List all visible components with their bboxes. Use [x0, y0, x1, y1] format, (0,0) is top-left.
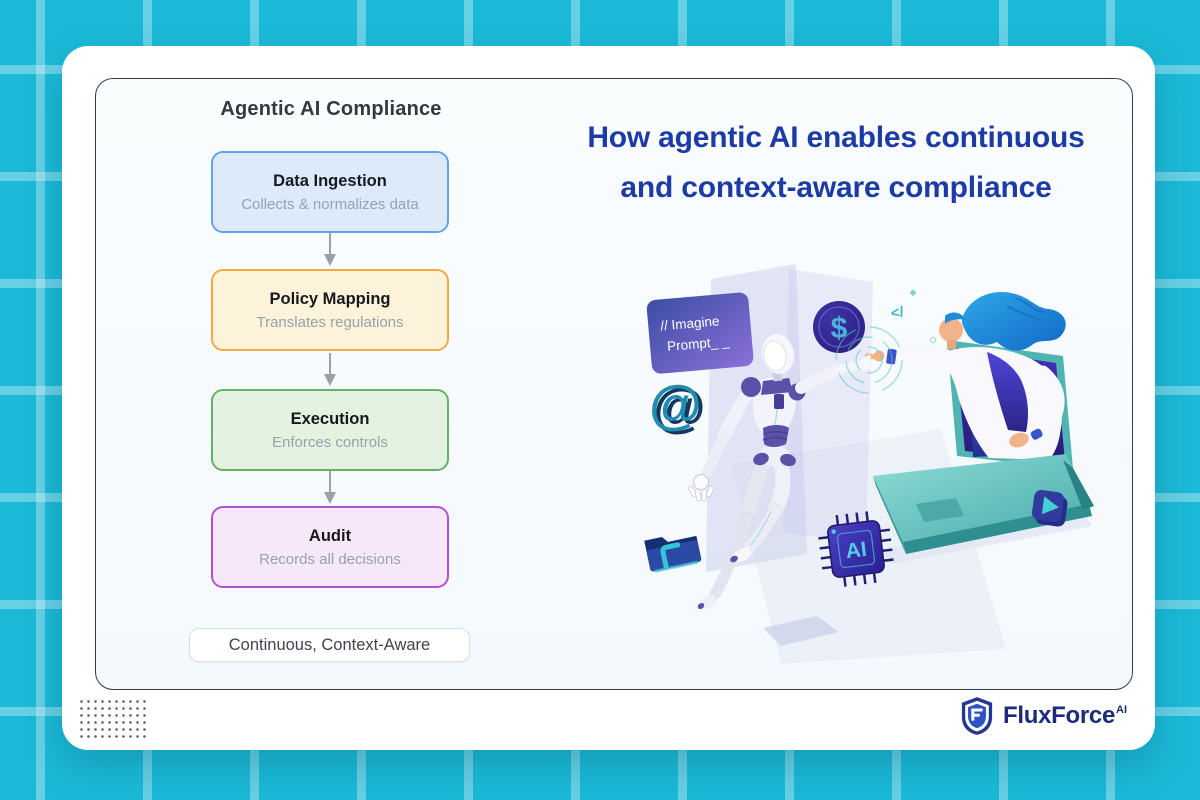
dollar-coin-icon: $: [813, 301, 865, 353]
step-title: Data Ingestion: [273, 171, 387, 190]
flow-arrow-icon: [324, 233, 336, 266]
flow-step-audit: Audit Records all decisions: [211, 506, 449, 588]
touch-rings-icon: [835, 326, 903, 394]
content-panel: Agentic AI Compliance Data Ingestion Col…: [95, 78, 1133, 690]
step-subtitle: Enforces controls: [272, 433, 388, 451]
dot-grid-decoration: [78, 698, 146, 739]
sparkle-icon: [930, 337, 936, 343]
slide-card: Agentic AI Compliance Data Ingestion Col…: [62, 46, 1155, 750]
flow-step-policy-mapping: Policy Mapping Translates regulations: [211, 269, 449, 351]
flow-arrow-icon: [324, 353, 336, 386]
play-icon: [1031, 489, 1068, 527]
step-title: Policy Mapping: [269, 289, 391, 308]
headline-line-1: How agentic AI enables continuous: [587, 121, 1085, 154]
code-panel: // Imagine Prompt_ _: [646, 292, 754, 374]
at-icon: @ @: [649, 375, 706, 438]
woman-figure: [864, 292, 1066, 460]
shield-logo-icon: [961, 697, 993, 735]
robot-figure: [688, 334, 872, 610]
svg-text:@: @: [649, 375, 702, 435]
main-headline: How agentic AI enables continuous and co…: [541, 113, 1131, 213]
ground-shadow: [763, 616, 839, 646]
diagram-title: Agentic AI Compliance: [220, 98, 442, 120]
brand-name: FluxForce: [1003, 702, 1115, 729]
code-tag-icon: </: [889, 303, 906, 322]
svg-text:$: $: [831, 312, 848, 345]
sparkle-icon: [909, 289, 917, 297]
chip-label: AI: [844, 538, 868, 563]
footer-pill: Continuous, Context-Aware: [189, 628, 470, 662]
code-panel-text: // Imagine: [660, 313, 720, 333]
step-title: Execution: [290, 409, 370, 428]
headline-line-2: and context-aware compliance: [620, 171, 1052, 204]
ai-chip-icon: AI: [818, 511, 894, 587]
step-subtitle: Collects & normalizes data: [241, 195, 419, 213]
brand-suffix: AI: [1116, 704, 1127, 716]
svg-text:@: @: [653, 378, 706, 438]
step-title: Audit: [308, 526, 352, 545]
code-panel-text: Prompt_ _: [666, 334, 730, 354]
flow-step-data-ingestion: Data Ingestion Collects & normalizes dat…: [211, 151, 449, 233]
laptop-base: [873, 454, 1094, 564]
step-subtitle: Records all decisions: [259, 550, 401, 568]
ai-illustration: // Imagine Prompt_ _ </ @ @ $: [644, 264, 1094, 664]
step-subtitle: Translates regulations: [256, 313, 404, 331]
flow-arrow-icon: [324, 471, 336, 504]
flow-step-execution: Execution Enforces controls: [211, 389, 449, 471]
brand-logo: FluxForceAI: [960, 696, 1127, 736]
folder-icon: [644, 535, 702, 573]
